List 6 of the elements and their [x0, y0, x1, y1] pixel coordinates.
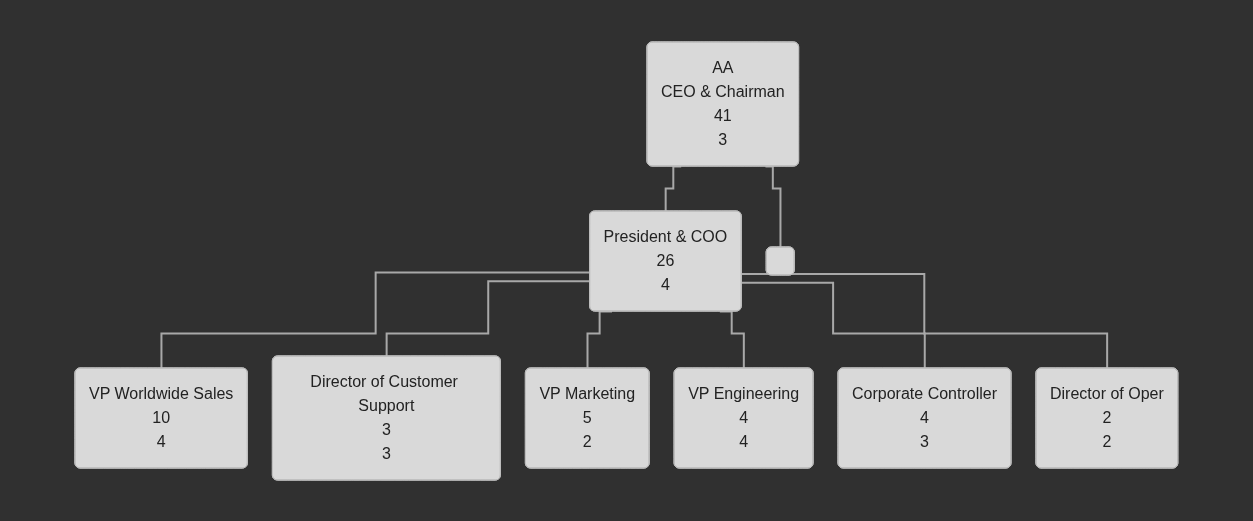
connector: [664, 165, 683, 212]
connector: [718, 310, 746, 369]
connector: [740, 281, 927, 369]
connector: [740, 272, 1109, 369]
connector: [764, 165, 782, 248]
connector: [586, 310, 614, 369]
